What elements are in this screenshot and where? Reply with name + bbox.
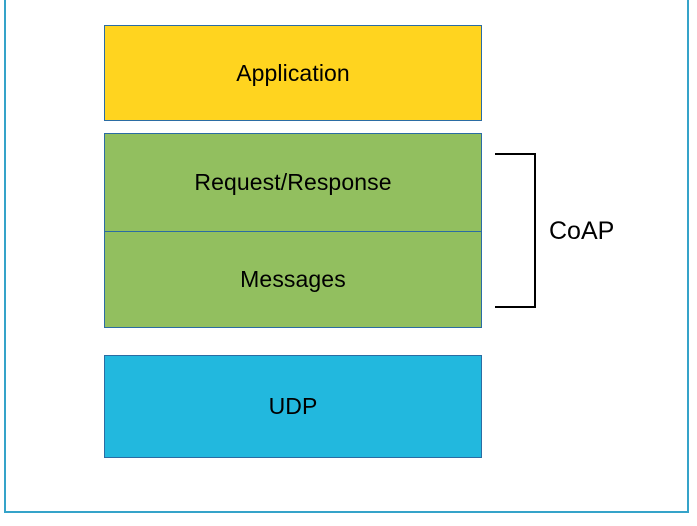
- layer-label-udp: UDP: [268, 393, 318, 419]
- bracket-top-arm: [495, 153, 536, 155]
- frame-right-border: [687, 0, 689, 513]
- layer-label-application: Application: [236, 59, 350, 86]
- bracket-spine: [534, 153, 536, 308]
- layer-box-request-response: Request/Response: [104, 133, 482, 232]
- coap-group-label: CoAP: [549, 217, 615, 245]
- coap-group-bracket: [495, 153, 536, 308]
- layer-box-udp: UDP: [104, 355, 482, 458]
- layer-label-messages: Messages: [240, 266, 346, 292]
- layer-box-messages: Messages: [104, 231, 482, 328]
- bracket-bottom-arm: [495, 306, 536, 308]
- layer-label-request-response: Request/Response: [194, 169, 392, 195]
- frame-bottom-border: [4, 511, 689, 513]
- layer-box-application: Application: [104, 25, 482, 121]
- frame-left-border: [4, 0, 6, 513]
